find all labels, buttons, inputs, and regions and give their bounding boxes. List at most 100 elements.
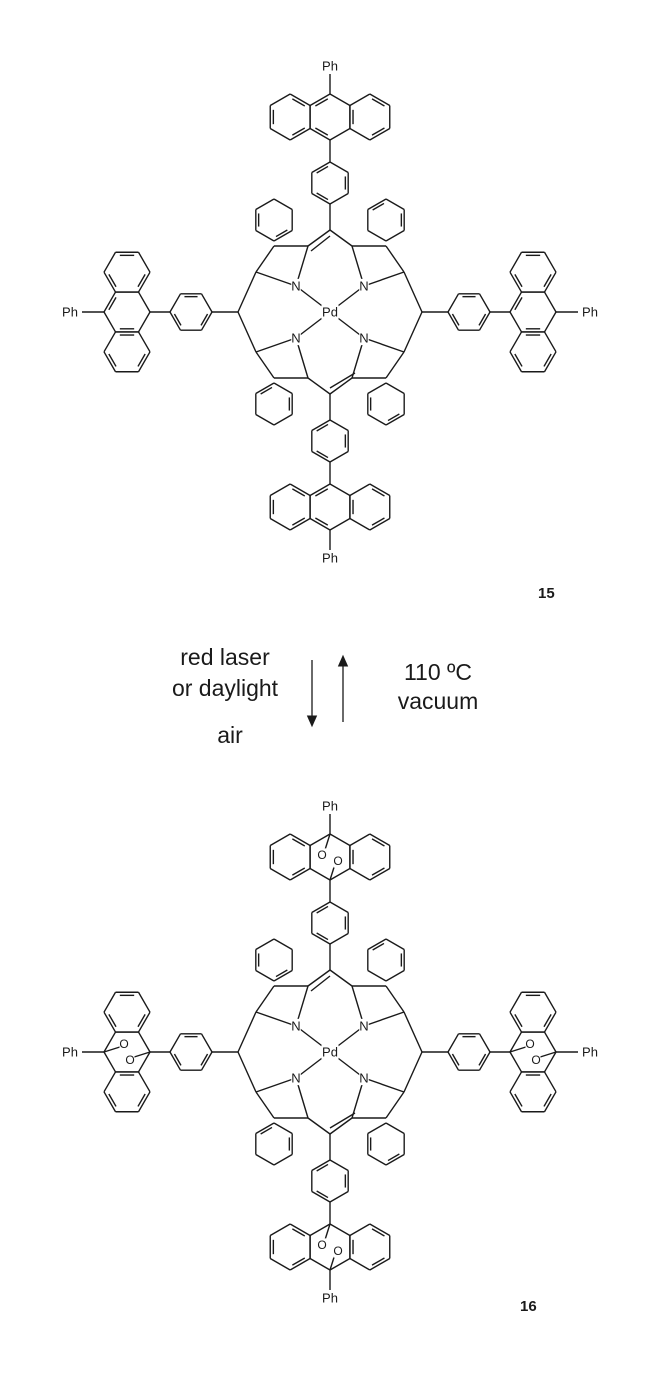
atom-label-background <box>291 278 301 294</box>
ring-bond <box>309 517 331 531</box>
ring-bond <box>329 450 349 463</box>
ring-bond <box>137 351 151 373</box>
ring-double-bond <box>108 274 117 288</box>
bond <box>329 969 353 987</box>
ring-bond <box>311 161 331 174</box>
ring-bond <box>103 1051 117 1073</box>
ring-bond <box>447 293 460 313</box>
ring-bond <box>349 867 371 881</box>
ring-bond <box>329 127 351 141</box>
oxygen-label: O <box>125 1053 134 1067</box>
ring-bond <box>385 969 405 982</box>
ring-double-bond <box>137 1093 146 1107</box>
bond <box>385 1091 405 1119</box>
ring-bond <box>369 127 391 141</box>
oxygen-label: O <box>119 1037 128 1051</box>
ring-double-bond <box>292 98 306 107</box>
double-bond <box>329 372 356 389</box>
ring-bond <box>137 291 151 313</box>
ring-bond <box>137 1011 151 1033</box>
atom-label-background <box>525 1037 535 1051</box>
ring-bond <box>309 867 331 881</box>
atom-label-background <box>317 1238 327 1252</box>
ring-bond <box>255 229 275 242</box>
ring-bond <box>367 1153 387 1166</box>
phenyl-label: Ph <box>62 1045 78 1060</box>
ring-bond <box>309 1223 331 1237</box>
ring-double-bond <box>316 905 329 914</box>
palladium-label: Pd <box>322 305 338 320</box>
bond <box>385 351 405 379</box>
bond <box>237 271 257 313</box>
ring-bond <box>447 1051 460 1071</box>
ring-bond <box>289 483 311 497</box>
bond <box>255 1077 297 1093</box>
atom-label-background <box>125 1053 135 1067</box>
ring-bond <box>103 291 117 313</box>
compound-label-16: 16 <box>520 1298 537 1315</box>
ring-bond <box>543 331 557 353</box>
nitrogen-label: N <box>291 1071 300 1086</box>
ring-bond <box>329 1159 349 1172</box>
ring-bond <box>509 311 523 333</box>
oxygen-label: O <box>317 848 326 862</box>
ring-bond <box>200 1033 213 1053</box>
ring-bond <box>169 1033 182 1053</box>
atom-label-background <box>119 1037 129 1051</box>
bond <box>385 245 405 273</box>
ring-bond <box>509 1031 523 1053</box>
oxygen-label: O <box>333 1244 342 1258</box>
ring-bond <box>367 1122 387 1135</box>
ring-double-bond <box>371 517 385 526</box>
atom-label-background <box>321 1044 339 1060</box>
ring-bond <box>385 198 405 211</box>
bond <box>403 1011 423 1053</box>
ring-bond <box>367 382 387 395</box>
ring-bond <box>103 991 117 1013</box>
ring-bond <box>169 1051 182 1071</box>
ring-bond <box>543 351 557 373</box>
nitrogen-label: N <box>359 331 368 346</box>
ring-bond <box>200 293 213 313</box>
nitrogen-label: N <box>291 279 300 294</box>
ring-bond <box>103 251 117 273</box>
phenyl-label: Ph <box>322 59 338 74</box>
double-bond <box>329 1112 356 1129</box>
ring-bond <box>269 833 291 847</box>
atom-label-background <box>321 304 339 320</box>
ring-double-bond <box>292 517 306 526</box>
atom-label-background <box>581 1044 599 1060</box>
ring-bond <box>509 271 523 293</box>
ring-bond <box>478 293 491 313</box>
ring-bond <box>349 1223 371 1237</box>
ring-double-bond <box>292 1228 306 1237</box>
ring-double-bond <box>137 1014 146 1028</box>
ring-double-bond <box>315 127 329 136</box>
ring-bond <box>329 867 351 881</box>
ring-bond <box>103 331 117 353</box>
ring-bond <box>289 867 311 881</box>
ring-bond <box>385 382 405 395</box>
ring-bond <box>543 271 557 293</box>
ring-double-bond <box>200 313 209 326</box>
ring-double-bond <box>316 1190 329 1199</box>
ring-bond <box>367 198 387 211</box>
atom-label-background <box>321 798 339 814</box>
nitrogen-label: N <box>291 1019 300 1034</box>
bond <box>329 377 353 395</box>
ring-bond <box>369 867 391 881</box>
oxygen-label: O <box>333 854 342 868</box>
compound-label-15: 15 <box>538 585 555 602</box>
ring-bond <box>329 1190 349 1203</box>
atom-label-background <box>359 1018 369 1034</box>
ring-bond <box>349 517 371 531</box>
ring-double-bond <box>260 386 273 395</box>
bond <box>237 1011 257 1053</box>
ring-bond <box>509 331 523 353</box>
ring-bond <box>273 229 293 242</box>
ring-bond <box>255 198 275 211</box>
ring-bond <box>309 483 331 497</box>
oxygen-label: O <box>531 1053 540 1067</box>
